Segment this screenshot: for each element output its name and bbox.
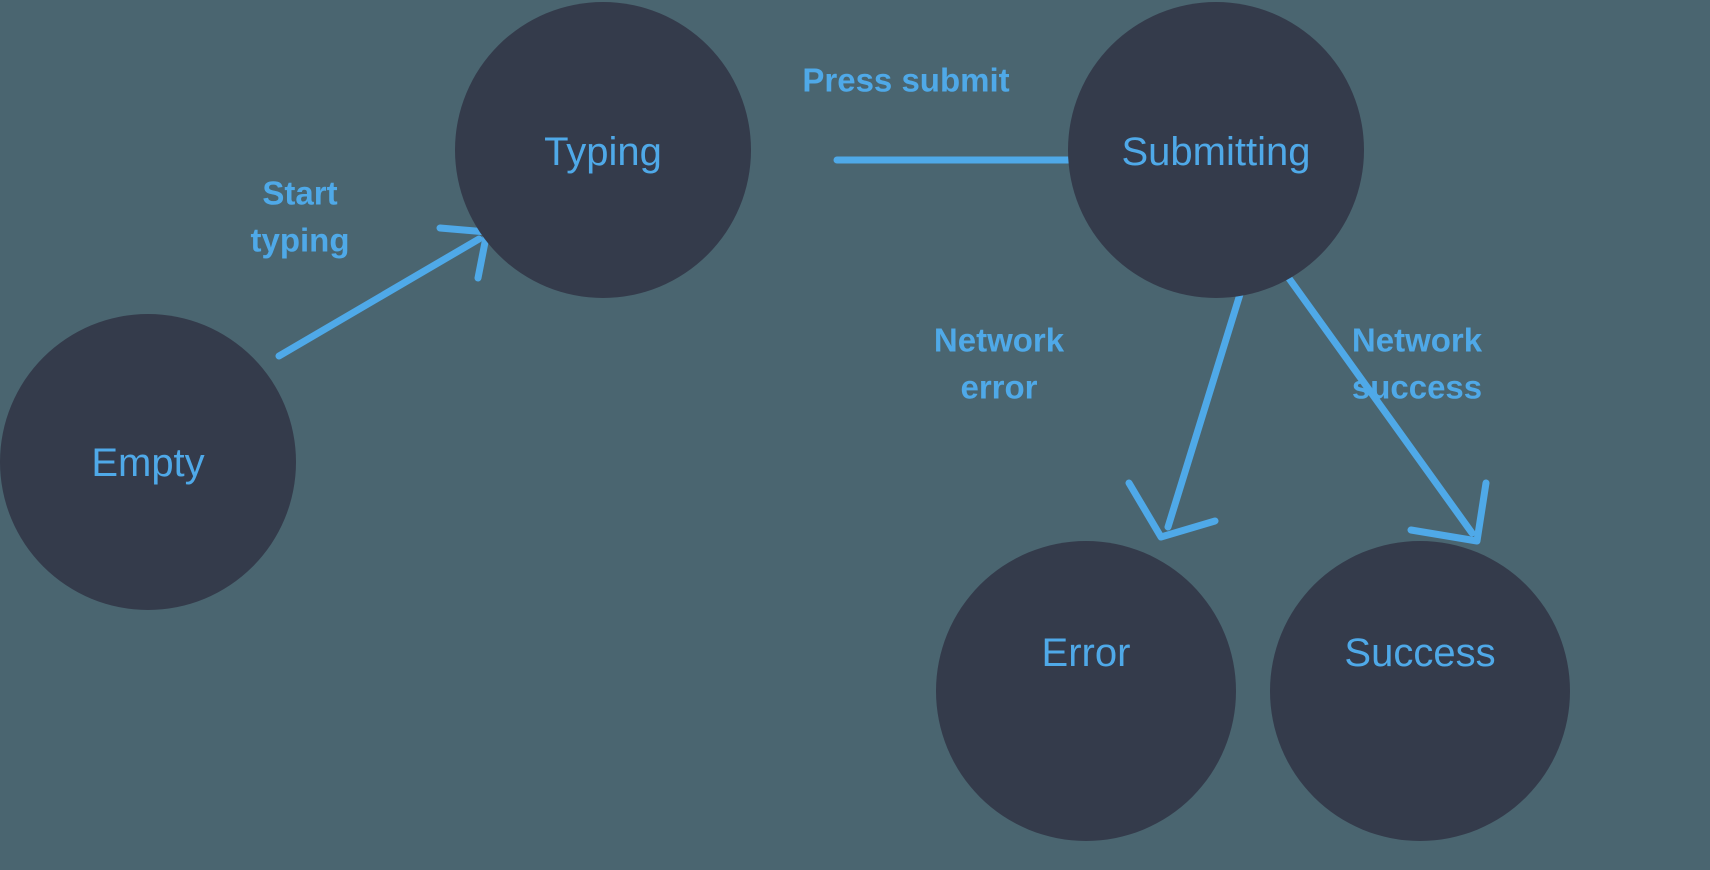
edge-label-network-success-line1: Network <box>1352 322 1483 359</box>
node-empty[interactable]: Empty <box>0 314 296 610</box>
node-success-label: Success <box>1344 631 1495 675</box>
node-success-circle <box>1270 541 1570 841</box>
node-empty-circle <box>0 314 296 610</box>
edge-line-submitting-to-error <box>1164 287 1245 531</box>
node-empty-label: Empty <box>91 441 204 485</box>
edge-label-network-error: Network error <box>934 322 1065 406</box>
node-error-label: Error <box>1042 631 1131 675</box>
edge-label-start-typing-line2: typing <box>251 222 350 259</box>
arrowhead-empty-to-typing <box>436 224 491 282</box>
edge-label-start-typing: Start typing <box>251 175 350 259</box>
arrowhead-submitting-to-success <box>1407 479 1490 545</box>
node-error-circle <box>936 541 1236 841</box>
edge-label-network-error-line1: Network <box>934 322 1065 359</box>
edge-label-press-submit-line1: Press submit <box>802 62 1009 99</box>
edge-submitting-to-success[interactable] <box>1284 273 1490 545</box>
edge-submitting-to-error[interactable] <box>1125 287 1245 541</box>
node-submitting-label: Submitting <box>1122 130 1311 174</box>
node-error[interactable]: Error <box>936 541 1236 841</box>
edge-label-network-error-line2: error <box>960 369 1037 406</box>
edge-label-network-success-line2: success <box>1352 369 1482 406</box>
node-success[interactable]: Success <box>1270 541 1570 841</box>
node-submitting-circle <box>1068 2 1364 298</box>
arrowhead-submitting-to-error <box>1125 479 1219 541</box>
node-submitting[interactable]: Submitting <box>1068 2 1364 298</box>
node-typing-label: Typing <box>544 130 662 174</box>
node-typing-circle <box>455 2 751 298</box>
edge-label-start-typing-line1: Start <box>262 175 337 212</box>
edge-label-network-success: Network success <box>1352 322 1483 406</box>
edge-label-press-submit: Press submit <box>802 62 1009 99</box>
edge-line-empty-to-typing <box>275 235 483 360</box>
edge-line-submitting-to-success <box>1284 273 1476 537</box>
node-typing[interactable]: Typing <box>455 2 751 298</box>
